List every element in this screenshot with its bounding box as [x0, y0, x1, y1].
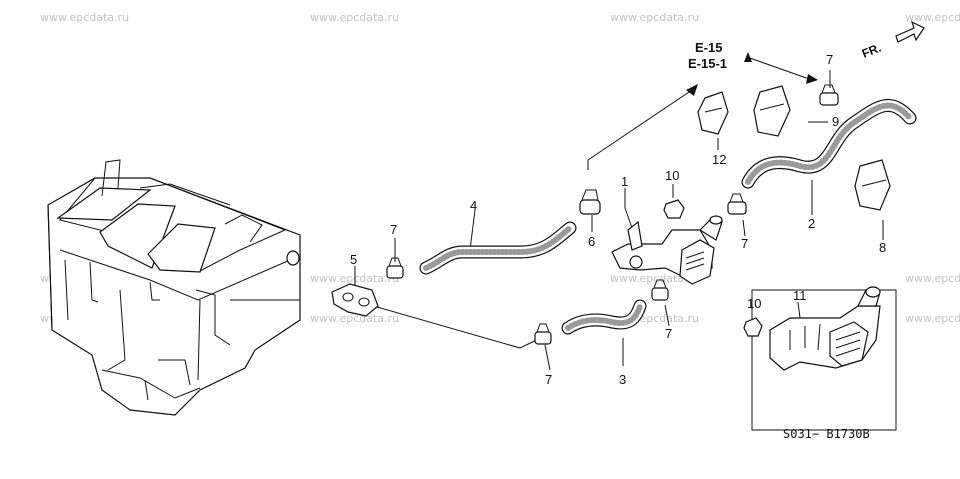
callout-10: 10	[747, 296, 761, 311]
callout-7: 7	[665, 326, 672, 341]
watermark: www.epcdata.ru	[310, 11, 399, 24]
grommet-5	[331, 283, 379, 317]
nut-10	[663, 199, 685, 219]
clip-9	[753, 85, 791, 137]
watermark: www.epcdata.ru	[905, 11, 960, 24]
watermark: www.epcdata.ru	[905, 312, 960, 325]
reference-label: E-15-1	[688, 56, 727, 71]
nut-10	[743, 317, 763, 337]
callout-1: 1	[621, 174, 628, 189]
callout-7: 7	[741, 236, 748, 251]
callout-10: 10	[665, 168, 679, 183]
callout-2: 2	[808, 216, 815, 231]
watermark: www.epcdata.ru	[310, 312, 399, 325]
callout-5: 5	[350, 252, 357, 267]
watermark: www.epcdata.ru	[905, 272, 960, 285]
clip-8	[854, 159, 891, 211]
watermark: www.epcdata.ru	[610, 11, 699, 24]
clamp-6	[579, 189, 601, 215]
reference-label: E-15	[695, 40, 722, 55]
hose-part-4	[419, 221, 577, 275]
hose-clamp-7	[819, 84, 839, 106]
hose-part-2	[741, 99, 917, 189]
heater-unit	[47, 159, 301, 416]
watermark: www.epcdata.ru	[610, 272, 699, 285]
callout-3: 3	[619, 372, 626, 387]
callouts: 1 2 3 4 5 6 7 7 7 7 7 8 9 10 10 11 12	[350, 52, 886, 387]
reference-labels: E-15 E-15-1	[686, 40, 818, 96]
hose-clamp-7	[386, 257, 404, 279]
hose-clamp-7	[651, 279, 669, 301]
callout-11: 11	[793, 288, 807, 303]
diagram-code: S031− B1730B	[783, 427, 870, 441]
hose-clamp-7	[727, 193, 747, 215]
callout-7: 7	[826, 52, 833, 67]
callout-7: 7	[545, 372, 552, 387]
direction-label: FR.	[860, 41, 883, 61]
callout-4: 4	[470, 198, 477, 213]
watermark: www.epcdata.ru	[40, 11, 129, 24]
hose-clamp-7	[534, 323, 552, 345]
clip-12	[697, 91, 729, 135]
callout-12: 12	[712, 152, 726, 167]
valve-assembly-11	[769, 286, 881, 371]
callout-9: 9	[832, 114, 839, 129]
hose-part-3	[561, 299, 647, 335]
callout-8: 8	[879, 240, 886, 255]
callout-6: 6	[588, 234, 595, 249]
callout-7: 7	[390, 222, 397, 237]
direction-arrow: FR.	[860, 20, 925, 61]
water-valve-1	[611, 215, 723, 285]
